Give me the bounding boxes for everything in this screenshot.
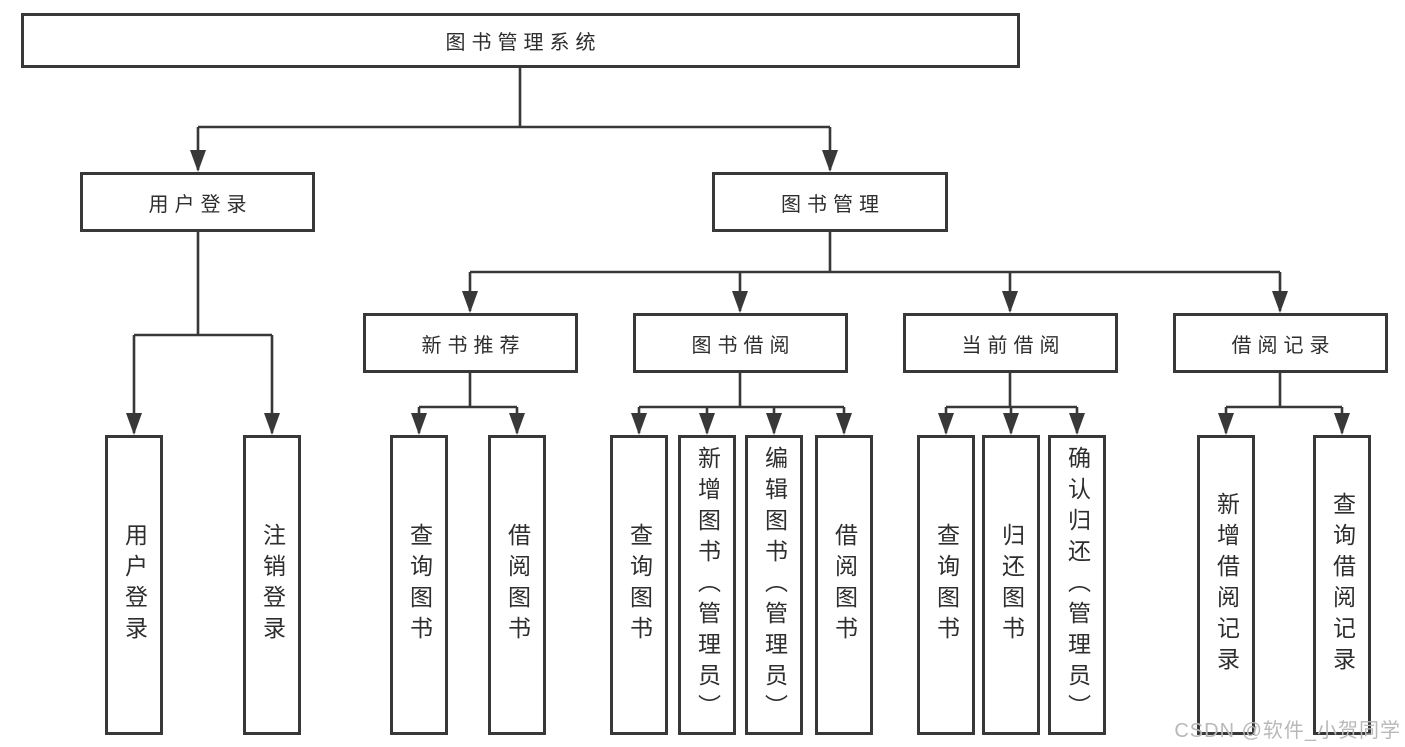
arrowhead-icons	[126, 150, 1350, 435]
leaf-return-books: 归还图书	[982, 435, 1040, 735]
node-book-management: 图书管理	[712, 172, 948, 232]
leaf-label: 新增图书（管理员）	[694, 445, 721, 725]
leaf-add-borrow-record: 新增借阅记录	[1197, 435, 1255, 735]
leaf-edit-books-admin: 编辑图书（管理员）	[745, 435, 803, 735]
leaf-user-login: 用户登录	[105, 435, 163, 735]
node-book-borrow: 图书借阅	[633, 313, 848, 373]
leaf-borrow-books-1: 借阅图书	[488, 435, 546, 735]
leaf-query-borrow-record: 查询借阅记录	[1313, 435, 1371, 735]
leaf-query-books-2: 查询图书	[610, 435, 668, 735]
leaf-confirm-return-admin: 确认归还（管理员）	[1048, 435, 1106, 735]
leaf-label: 编辑图书（管理员）	[761, 445, 788, 725]
node-book-management-system: 图书管理系统	[21, 13, 1020, 68]
leaf-logout: 注销登录	[243, 435, 301, 735]
leaf-label: 查询图书	[933, 523, 960, 647]
leaf-query-books-3: 查询图书	[917, 435, 975, 735]
leaf-label: 注销登录	[259, 523, 286, 647]
connector-paths	[132, 68, 1344, 433]
leaf-add-books-admin: 新增图书（管理员）	[678, 435, 736, 735]
leaf-label: 用户登录	[121, 523, 148, 647]
leaf-label: 确认归还（管理员）	[1064, 445, 1091, 725]
leaf-label: 查询借阅记录	[1329, 492, 1356, 678]
node-user-login: 用户登录	[80, 172, 315, 232]
leaf-label: 归还图书	[998, 523, 1025, 647]
node-current-borrow: 当前借阅	[903, 313, 1118, 373]
leaf-label: 查询图书	[406, 523, 433, 647]
node-new-book-recommend: 新书推荐	[363, 313, 578, 373]
leaf-label: 借阅图书	[504, 523, 531, 647]
leaf-query-books-1: 查询图书	[390, 435, 448, 735]
leaf-borrow-books-2: 借阅图书	[815, 435, 873, 735]
leaf-label: 新增借阅记录	[1213, 492, 1240, 678]
leaf-label: 借阅图书	[831, 523, 858, 647]
leaf-label: 查询图书	[626, 523, 653, 647]
node-borrow-records: 借阅记录	[1173, 313, 1388, 373]
